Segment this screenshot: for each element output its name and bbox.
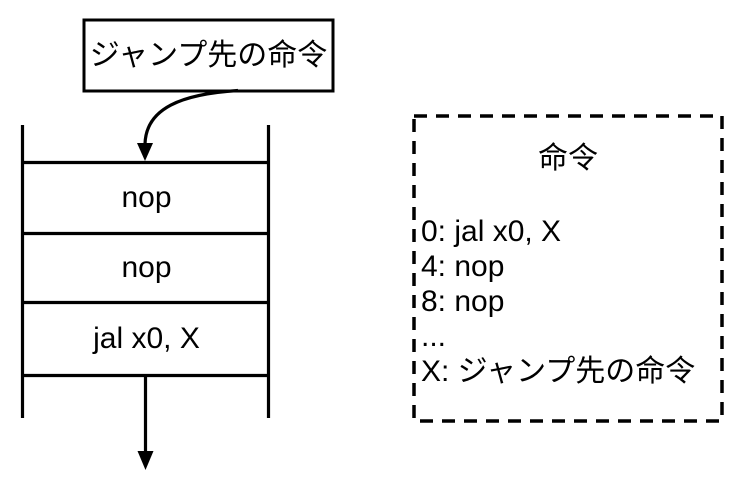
pipeline-cell-label: nop (121, 181, 172, 214)
memory-box-title: 命令 (538, 142, 598, 175)
memory-line: ... (421, 320, 447, 353)
memory-line: 8: nop (421, 285, 505, 318)
curved-jump-arrow (143, 88, 239, 145)
pipeline-cell-label: jal x0, X (93, 322, 200, 355)
memory-line: X: ジャンプ先の命令 (421, 355, 696, 388)
exit-arrowhead-icon (137, 451, 154, 470)
memory-line-list: 0: jal x0, X 4: nop 8: nop ... X: ジャンプ先の… (421, 214, 695, 389)
jump-label-box-outline (82, 18, 335, 93)
instruction-memory-box-outline (412, 114, 724, 423)
memory-line: 0: jal x0, X (421, 215, 562, 248)
memory-line: 4: nop (421, 250, 505, 283)
pipeline-cell-label: nop (121, 251, 172, 284)
curved-jump-arrowhead-icon (137, 143, 153, 161)
jump-target-label: ジャンプ先の命令 (89, 39, 328, 72)
